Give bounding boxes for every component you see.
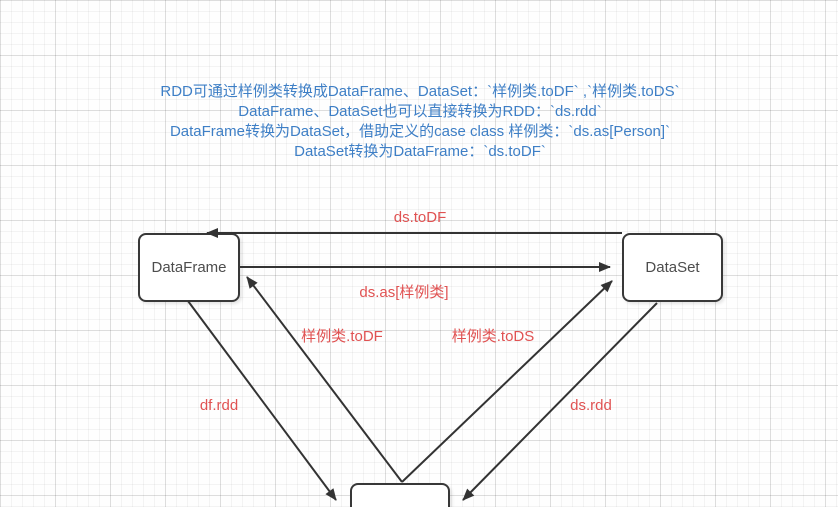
node-dataframe-label: DataFrame — [151, 259, 227, 276]
edge-case-todf-arrow — [246, 276, 403, 483]
edge-label-ds-todf: ds.toDF — [393, 209, 447, 226]
note-text: RDD可通过样例类转换成DataFrame、DataSet：`样例类.toDF`… — [97, 82, 743, 162]
edge-label-df-rdd: df.rdd — [199, 397, 239, 414]
edge-label-case-tods: 样例类.toDS — [451, 328, 535, 345]
node-dataset: DataSet — [622, 233, 723, 302]
edge-label-case-todf: 样例类.toDF — [301, 328, 383, 345]
edge-case-tods-arrow — [401, 280, 613, 483]
note-line-2: DataFrame、DataSet也可以直接转换为RDD：`ds.rdd` — [238, 103, 602, 120]
node-dataframe: DataFrame — [138, 233, 240, 302]
note-line-4: DataSet转换为DataFrame：`ds.toDF` — [294, 143, 546, 160]
note-line-3: DataFrame转换为DataSet，借助定义的case class 样例类：… — [169, 123, 671, 140]
note-line-1: RDD可通过样例类转换成DataFrame、DataSet：`样例类.toDF`… — [160, 83, 680, 100]
edge-label-ds-rdd: ds.rdd — [570, 397, 612, 414]
edge-label-ds-as: ds.as[样例类] — [359, 284, 449, 301]
node-dataset-label: DataSet — [645, 259, 700, 276]
node-rdd — [350, 483, 450, 507]
